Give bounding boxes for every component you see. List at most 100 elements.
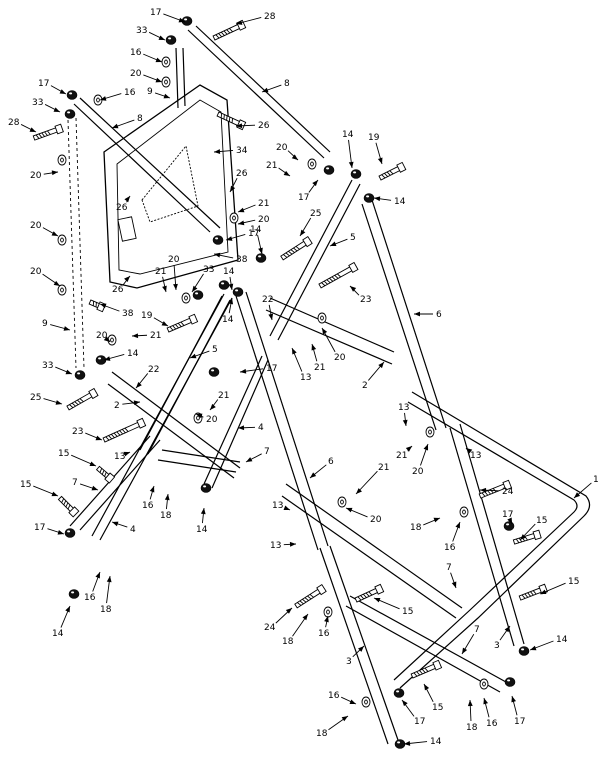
end-cap-icon bbox=[503, 521, 515, 531]
leader-arrow bbox=[71, 454, 97, 467]
part-number-label: 20 bbox=[370, 515, 382, 525]
part-number-label: 14 bbox=[556, 635, 568, 645]
part-number-label: 14 bbox=[127, 349, 139, 359]
leader-arrow bbox=[235, 123, 256, 129]
end-cap-icon bbox=[208, 367, 220, 377]
leader-arrow bbox=[308, 179, 319, 193]
part-number-label: 33 bbox=[42, 361, 53, 371]
end-cap-icon bbox=[350, 169, 362, 179]
part-number-label: 18 bbox=[410, 523, 422, 533]
leader-arrow bbox=[467, 699, 473, 722]
bolt-icon bbox=[216, 111, 247, 131]
leader-arrow bbox=[483, 697, 490, 718]
leader-arrow bbox=[309, 464, 327, 479]
part-number-label: 26 bbox=[112, 285, 124, 295]
part-number-label: 33 bbox=[203, 265, 214, 275]
part-number-label: 21 bbox=[378, 463, 389, 473]
part-number-label: 15 bbox=[402, 607, 413, 617]
leader-arrow bbox=[213, 252, 234, 259]
leader-arrow bbox=[352, 645, 365, 658]
part-number-label: 17 bbox=[414, 717, 425, 727]
leader-arrow bbox=[42, 273, 61, 287]
part-number-label: 20 bbox=[258, 215, 270, 225]
part-number-label: 14 bbox=[342, 130, 354, 140]
washer-icon bbox=[161, 56, 171, 68]
leader-arrow bbox=[405, 445, 413, 452]
end-cap-icon bbox=[393, 688, 405, 698]
leader-arrow bbox=[329, 238, 348, 247]
part-number-label: 21 bbox=[314, 363, 325, 373]
leader-arrow bbox=[341, 696, 357, 705]
part-number-label: 15 bbox=[20, 480, 31, 490]
part-number-label: 13 bbox=[470, 451, 481, 461]
leader-arrow bbox=[311, 343, 318, 362]
leader-arrow bbox=[228, 297, 234, 314]
bolts-layer bbox=[32, 19, 549, 679]
part-number-label: 26 bbox=[236, 169, 248, 179]
part-number-label: 18 bbox=[316, 729, 328, 739]
leader-arrow bbox=[479, 487, 500, 493]
end-cap-icon bbox=[66, 90, 78, 100]
part-number-label: 4 bbox=[258, 423, 264, 433]
leader-arrow bbox=[529, 640, 554, 651]
part-number-label: 33 bbox=[32, 98, 43, 108]
part-number-label: 33 bbox=[136, 26, 147, 36]
part-number-label: 19 bbox=[141, 311, 153, 321]
part-number-label: 13 bbox=[272, 501, 283, 511]
leader-arrow bbox=[292, 613, 309, 637]
leader-arrow bbox=[111, 119, 135, 129]
part-number-label: 20 bbox=[334, 353, 346, 363]
end-cap-icon bbox=[74, 370, 86, 380]
caps-layer bbox=[64, 16, 530, 749]
part-number-label: 38 bbox=[236, 255, 248, 265]
leader-arrow bbox=[507, 517, 513, 525]
part-number-label: 13 bbox=[114, 452, 125, 462]
part-number-label: 17 bbox=[298, 193, 309, 203]
leader-arrow bbox=[349, 285, 360, 296]
part-number-label: 2 bbox=[114, 401, 120, 411]
end-cap-icon bbox=[504, 677, 516, 687]
part-number-label: 17 bbox=[150, 8, 161, 18]
washer-icon bbox=[323, 606, 333, 618]
leader-arrow bbox=[368, 361, 385, 381]
leader-arrow bbox=[55, 366, 73, 375]
part-number-label: 14 bbox=[52, 629, 64, 639]
part-number-label: 14 bbox=[222, 315, 234, 325]
leader-arrow bbox=[414, 311, 433, 317]
part-number-label: 7 bbox=[264, 447, 270, 457]
part-number-label: 7 bbox=[474, 625, 480, 635]
part-number-label: 16 bbox=[142, 501, 154, 511]
part-number-label: 4 bbox=[130, 525, 136, 535]
end-cap-icon bbox=[95, 355, 107, 365]
leader-arrow bbox=[461, 633, 475, 655]
part-number-label: 15 bbox=[432, 703, 443, 713]
part-number-label: 25 bbox=[30, 393, 41, 403]
leader-arrow bbox=[50, 85, 67, 95]
part-number-label: 23 bbox=[360, 295, 371, 305]
leader-arrow bbox=[299, 217, 312, 237]
part-number-label: 14 bbox=[430, 737, 442, 747]
leader-arrow bbox=[452, 521, 461, 542]
end-cap-icon bbox=[218, 280, 230, 290]
part-number-label: 17 bbox=[266, 364, 277, 374]
part-number-label: 16 bbox=[486, 719, 498, 729]
leader-arrow bbox=[106, 575, 112, 604]
part-number-label: 22 bbox=[148, 365, 159, 375]
leader-arrow bbox=[99, 303, 120, 312]
leader-arrow bbox=[42, 227, 59, 237]
leader-arrow bbox=[235, 16, 262, 25]
part-number-label: 17 bbox=[38, 79, 49, 89]
leader-arrow bbox=[283, 541, 297, 547]
part-number-label: 21 bbox=[150, 331, 161, 341]
part-number-label: 21 bbox=[218, 391, 229, 401]
washer-icon bbox=[57, 154, 67, 166]
leader-arrow bbox=[162, 276, 167, 293]
bolt-icon bbox=[32, 123, 64, 141]
part-number-label: 25 bbox=[310, 209, 321, 219]
leader-arrow bbox=[225, 234, 246, 241]
part-number-label: 7 bbox=[446, 563, 452, 573]
end-cap-icon bbox=[232, 287, 244, 297]
leader-arrow bbox=[229, 177, 238, 193]
leader-arrow bbox=[47, 528, 65, 535]
part-number-label: 22 bbox=[262, 295, 273, 305]
